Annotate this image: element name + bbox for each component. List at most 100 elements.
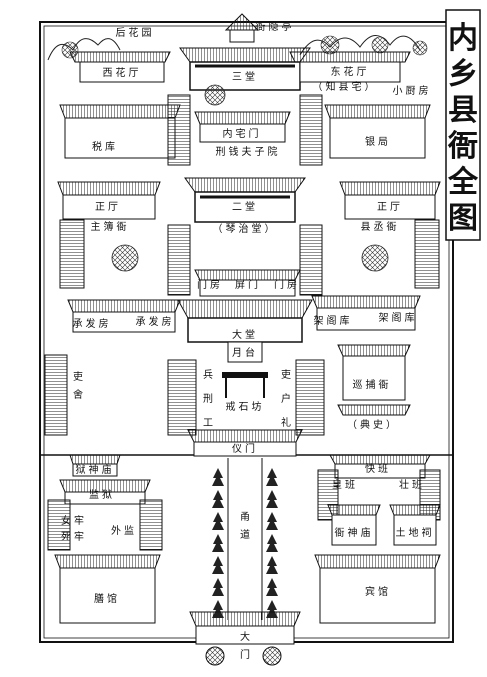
label-si-lao: 死牢 — [61, 530, 87, 543]
tu-di-ci-building — [389, 504, 441, 546]
yin-ju-building — [324, 104, 431, 159]
label-xian-cheng-ya: 县丞衙 — [361, 220, 400, 233]
shan-guan-building — [54, 554, 161, 624]
label-men-fang-left: 门房 — [197, 278, 223, 291]
label-zhi-xian-zhai: （知县宅） — [313, 80, 378, 93]
da-tang-building — [177, 299, 313, 363]
label-ping-men: 屏门 — [235, 278, 261, 291]
label-er-tang: 二堂 — [232, 201, 258, 213]
avenue-tree — [266, 534, 278, 552]
avenue-tree — [212, 578, 224, 596]
tree-sanTang — [204, 84, 226, 106]
avenue-tree — [266, 490, 278, 508]
label-yu-shen-miao: 狱神庙 — [76, 463, 115, 476]
avenue-tree — [266, 468, 278, 486]
label-yin-ju: 银局 — [365, 135, 391, 148]
label-xie-xiao-ting: 衙隐亭 — [256, 20, 295, 33]
label-qin-zhi-tang: （琴治堂） — [213, 222, 278, 235]
side-wings — [59, 94, 440, 296]
label-zhu-bu-ya: 主簿衙 — [91, 220, 130, 233]
label-hou-hua-yuan: 后花园 — [116, 26, 155, 39]
shui-ku-building — [59, 104, 181, 159]
label-li-she: 吏舍 — [73, 370, 83, 401]
label-bing: 兵 — [203, 368, 213, 381]
avenue-tree — [212, 534, 224, 552]
cheng-fa-fang-building — [67, 299, 181, 333]
yi-men-building — [187, 429, 303, 457]
label-zheng-ting-right: 正厅 — [377, 202, 403, 213]
prison-area — [47, 454, 163, 551]
label-xiao-chu-fang: 小厨房 — [393, 84, 432, 97]
label-kuai-ban: 快班 — [365, 463, 391, 475]
label-zheng-ting-left: 正厅 — [95, 202, 121, 213]
label-yong-dao: 甬道 — [240, 511, 250, 541]
avenue-trees — [212, 468, 278, 618]
san-tang-building — [179, 47, 311, 91]
dong-hua-ting-building — [289, 51, 411, 83]
label-shui-ku: 税库 — [92, 140, 118, 153]
label-bin-guan: 宾馆 — [365, 585, 391, 598]
rockery-right — [361, 244, 389, 272]
label-xi-hua-ting: 西花厅 — [103, 66, 142, 79]
da-men-building — [189, 611, 301, 645]
label-nei-zhai-men: 内宅门 — [223, 127, 262, 140]
li-she-building — [44, 354, 68, 436]
label-da-men: 大门 — [240, 630, 250, 661]
label-jia-ge-ku-2: 架阁库 — [379, 311, 418, 324]
label-huang-ban: 皇班 — [332, 478, 358, 491]
stone-lion-right — [262, 646, 282, 666]
label-jian-yu: 监狱 — [89, 488, 115, 501]
zheng-ting-right-building — [339, 181, 441, 220]
label-dian-shi: （典史） — [347, 418, 399, 431]
label-xing: 刑 — [203, 392, 213, 405]
map-title-text: 内乡县衙全图 — [447, 21, 479, 236]
label-nv-lao: 女牢 — [61, 514, 87, 527]
ya-shen-miao-building — [327, 504, 381, 546]
label-xing-qian-fuzi-yuan: 刑钱夫子院 — [216, 145, 281, 158]
stone-lion-left — [205, 646, 225, 666]
avenue-tree — [212, 556, 224, 574]
avenue-tree — [266, 578, 278, 596]
label-wai-jian: 外监 — [111, 524, 137, 537]
map-title: 内乡县衙全图 — [447, 21, 479, 236]
label-jie-shi-fang: 戒石坊 — [226, 400, 265, 413]
avenue-tree — [266, 512, 278, 530]
label-cheng-fa-fang-2: 承发房 — [136, 315, 175, 328]
xun-bu-ya-building — [337, 344, 411, 416]
label-yi-men: 仪门 — [232, 442, 258, 455]
rockery-left — [111, 244, 139, 272]
label-san-tang: 三堂 — [232, 71, 258, 83]
avenue-tree — [212, 512, 224, 530]
six-ministries-wings — [167, 359, 325, 436]
central-avenue — [227, 458, 263, 620]
avenue-tree — [266, 556, 278, 574]
jia-ge-ku-building — [311, 295, 421, 331]
label-yue-tai: 月台 — [232, 346, 258, 359]
label-ya-shen-miao: 衙神庙 — [335, 526, 374, 539]
label-li: 吏 — [281, 368, 291, 381]
label-shan-guan: 膳馆 — [94, 592, 120, 605]
label-hu: 户 — [281, 392, 291, 405]
zheng-ting-left-building — [57, 181, 161, 220]
nei-zhai-men-building — [194, 111, 291, 143]
jie-shi-fang-gate — [222, 372, 268, 398]
label-zhuang-ban: 壮班 — [399, 479, 425, 491]
label-men-fang-right: 门房 — [274, 278, 300, 291]
bin-guan-building — [314, 554, 441, 624]
label-gong: 工 — [203, 418, 213, 429]
label-xun-bu-ya: 巡捕衙 — [353, 378, 392, 391]
xie-xiao-pavilion — [224, 13, 260, 43]
avenue-tree — [212, 468, 224, 486]
er-tang-building — [184, 177, 306, 223]
avenue-tree — [212, 490, 224, 508]
back-garden — [47, 35, 428, 61]
xi-hua-ting-building — [69, 51, 171, 83]
ping-men-building — [194, 269, 301, 297]
label-li2: 礼 — [281, 416, 291, 429]
label-da-tang: 大堂 — [232, 328, 258, 341]
building-labels: 后花园衙隐亭西花厅三堂东花厅（知县宅）小厨房税库内宅门刑钱夫子院银局正厅正厅主簿… — [61, 20, 432, 661]
label-jia-ge-ku-1: 架阁库 — [314, 314, 353, 327]
title-box — [445, 9, 481, 241]
